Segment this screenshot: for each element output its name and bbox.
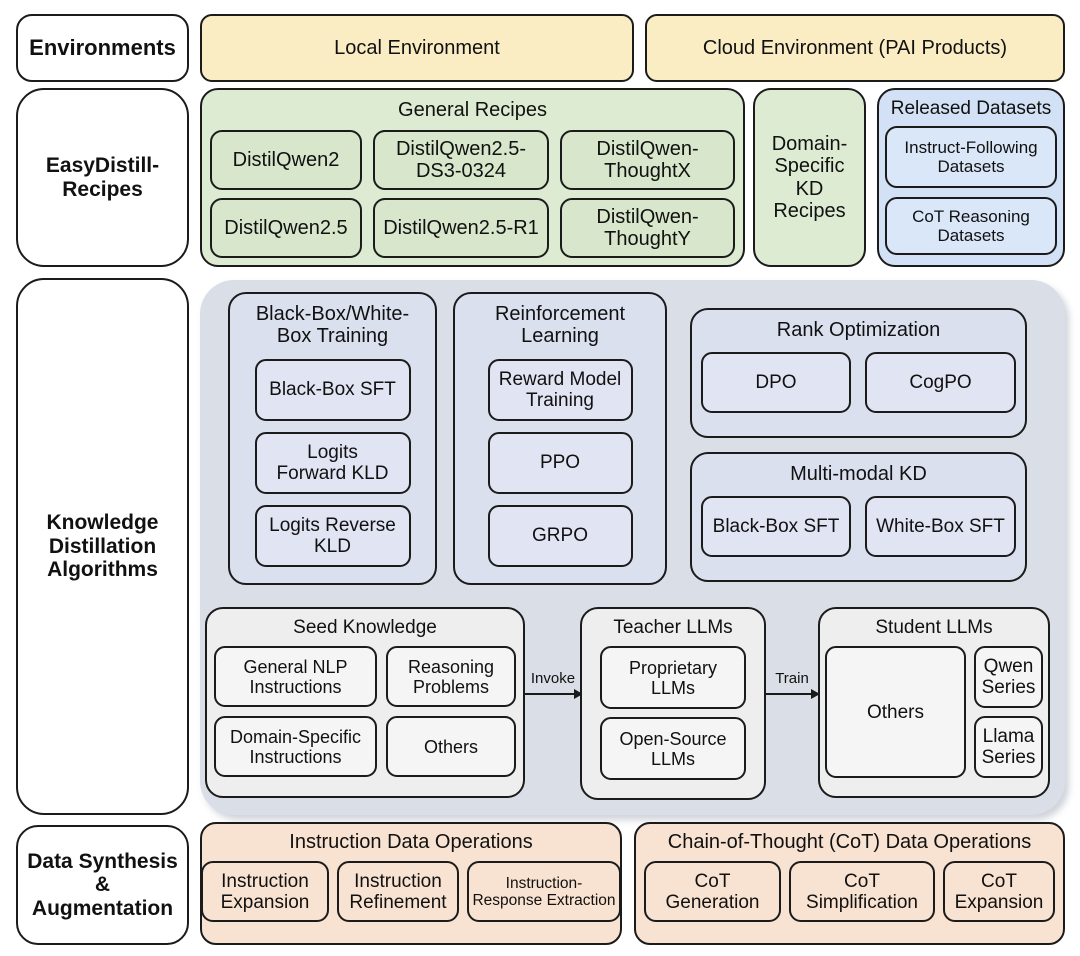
easydistill-recipes-label: EasyDistill- Recipes xyxy=(16,88,189,267)
algo-node-logits-forward-kld: Logits Forward KLD xyxy=(254,431,411,494)
data-synthesis-augmentation-label: Data Synthesis & Augmentation xyxy=(16,825,189,945)
teacher-node-open-source: Open-Source LLMs xyxy=(600,717,746,781)
domain-specific-kd-recipes-box: Domain- Specific KD Recipes xyxy=(753,88,866,267)
algo-node-black-box-sft: Black-Box SFT xyxy=(254,358,411,421)
general-recipes-grid: DistilQwen2 DistilQwen2.5- DS3-0324 Dist… xyxy=(210,130,735,259)
op-node-instruction-response-extraction: Instruction- Response Extraction xyxy=(467,861,621,923)
seed-node-reasoning-problems: Reasoning Problems xyxy=(386,646,516,708)
cot-data-operations-group: Chain-of-Thought (CoT) Data Operations C… xyxy=(634,822,1065,945)
recipe-node-distilqwen25-ds3: DistilQwen2.5- DS3-0324 xyxy=(373,130,549,191)
algo-group-items: Black-Box SFT Logits Forward KLD Logits … xyxy=(254,358,411,567)
teacher-llms-items: Proprietary LLMs Open-Source LLMs xyxy=(600,646,746,781)
recipe-node-distilqwen25-r1: DistilQwen2.5-R1 xyxy=(373,198,549,259)
student-llms-title: Student LLMs xyxy=(875,617,993,638)
algo-group-title: Multi-modal KD xyxy=(790,463,927,485)
teacher-llms-title: Teacher LLMs xyxy=(613,617,733,638)
train-arrow: Train xyxy=(764,670,820,699)
algo-node-ppo: PPO xyxy=(487,431,633,494)
environments-label: Environments xyxy=(16,14,189,82)
algo-group-rank-optimization: Rank Optimization DPO CogPO xyxy=(690,308,1027,438)
algo-group-items: Reward Model Training PPO GRPO xyxy=(487,358,633,567)
instruction-data-operations-group: Instruction Data Operations Instruction … xyxy=(200,822,622,945)
arrow-shaft xyxy=(764,689,820,699)
seed-node-domain-specific: Domain-Specific Instructions xyxy=(214,716,377,778)
invoke-arrow: Invoke xyxy=(523,670,583,699)
instruction-ops-items: Instruction Expansion Instruction Refine… xyxy=(201,861,621,923)
kd-algorithms-panel: Black-Box/White- Box Training Black-Box … xyxy=(200,280,1065,815)
algo-group-items: Black-Box SFT White-Box SFT xyxy=(701,496,1016,558)
op-node-instruction-expansion: Instruction Expansion xyxy=(201,861,329,923)
student-node-llama: Llama Series xyxy=(974,716,1043,779)
dataset-node-instruct-following: Instruct-Following Datasets xyxy=(885,126,1057,189)
arrow-line xyxy=(523,693,574,695)
knowledge-distillation-algorithms-label: Knowledge Distillation Algorithms xyxy=(16,278,189,815)
teacher-node-proprietary: Proprietary LLMs xyxy=(600,646,746,710)
algo-group-black-box-white-box-training: Black-Box/White- Box Training Black-Box … xyxy=(228,292,437,585)
seed-node-general-nlp: General NLP Instructions xyxy=(214,646,377,708)
recipe-node-distilqwen2: DistilQwen2 xyxy=(210,130,362,191)
algo-node-reward-model-training: Reward Model Training xyxy=(487,358,633,421)
algo-node-dpo: DPO xyxy=(701,352,851,414)
algo-node-logits-reverse-kld: Logits Reverse KLD xyxy=(254,504,411,567)
student-node-qwen: Qwen Series xyxy=(974,646,1043,709)
released-datasets-title: Released Datasets xyxy=(890,98,1052,119)
cot-ops-items: CoT Generation CoT Simplification CoT Ex… xyxy=(644,861,1055,923)
recipe-node-distilqwen-thoughtx: DistilQwen- ThoughtX xyxy=(560,130,735,191)
invoke-arrow-label: Invoke xyxy=(530,670,576,687)
op-node-cot-expansion: CoT Expansion xyxy=(943,861,1055,923)
train-arrow-label: Train xyxy=(775,670,809,687)
teacher-llms-group: Teacher LLMs Proprietary LLMs Open-Sourc… xyxy=(580,607,766,800)
algo-group-title: Rank Optimization xyxy=(776,319,941,341)
algo-node-cogpo: CogPO xyxy=(865,352,1016,414)
general-recipes-group: General Recipes DistilQwen2 DistilQwen2.… xyxy=(200,88,745,267)
algo-group-items: DPO CogPO xyxy=(701,352,1016,414)
arrow-shaft xyxy=(523,689,583,699)
algo-node-black-box-sft-mm: Black-Box SFT xyxy=(701,496,851,558)
algo-node-white-box-sft-mm: White-Box SFT xyxy=(865,496,1016,558)
op-node-instruction-refinement: Instruction Refinement xyxy=(337,861,459,923)
recipe-node-distilqwen25: DistilQwen2.5 xyxy=(210,198,362,259)
algo-group-reinforcement-learning: Reinforcement Learning Reward Model Trai… xyxy=(453,292,667,585)
seed-knowledge-title: Seed Knowledge xyxy=(293,617,437,638)
algo-node-grpo: GRPO xyxy=(487,504,633,567)
algo-group-title: Reinforcement Learning xyxy=(494,303,626,348)
recipe-node-distilqwen-thoughty: DistilQwen- ThoughtY xyxy=(560,198,735,259)
student-llms-grid: Qwen Series Others Llama Series xyxy=(825,646,1043,779)
arrow-line xyxy=(764,693,811,695)
dataset-node-cot-reasoning: CoT Reasoning Datasets xyxy=(885,197,1057,256)
op-node-cot-generation: CoT Generation xyxy=(644,861,781,923)
seed-knowledge-grid: General NLP Instructions Reasoning Probl… xyxy=(214,646,516,778)
arrow-head-icon xyxy=(811,689,820,699)
cot-ops-title: Chain-of-Thought (CoT) Data Operations xyxy=(667,831,1032,853)
student-llms-group: Student LLMs Qwen Series Others Llama Se… xyxy=(818,607,1050,798)
algo-group-multi-modal-kd: Multi-modal KD Black-Box SFT White-Box S… xyxy=(690,452,1027,582)
released-datasets-list: Instruct-Following Datasets CoT Reasonin… xyxy=(885,126,1057,256)
released-datasets-group: Released Datasets Instruct-Following Dat… xyxy=(877,88,1065,267)
instruction-ops-title: Instruction Data Operations xyxy=(289,831,533,853)
seed-knowledge-group: Seed Knowledge General NLP Instructions … xyxy=(205,607,525,798)
local-environment-box: Local Environment xyxy=(200,14,634,82)
seed-node-others: Others xyxy=(386,716,516,778)
cloud-environment-box: Cloud Environment (PAI Products) xyxy=(645,14,1065,82)
arrow-head-icon xyxy=(574,689,583,699)
algo-group-title: Black-Box/White- Box Training xyxy=(255,303,410,348)
general-recipes-title: General Recipes xyxy=(398,99,547,121)
student-node-others: Others xyxy=(825,646,966,779)
op-node-cot-simplification: CoT Simplification xyxy=(789,861,935,923)
